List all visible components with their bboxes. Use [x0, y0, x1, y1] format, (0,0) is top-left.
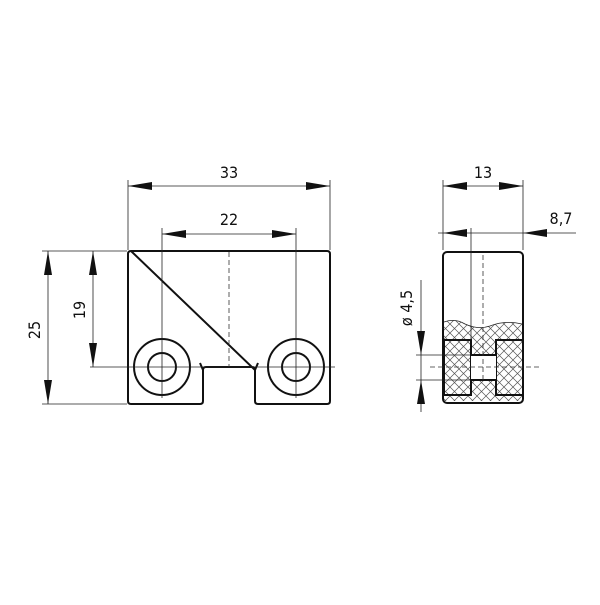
dimension-33: 33: [127, 163, 331, 250]
dimension-8-7: 8,7: [438, 209, 576, 340]
front-view: [90, 228, 335, 405]
dimension-bore-diameter: ø 4,5: [397, 280, 470, 412]
height-label: 25: [25, 321, 44, 339]
side-view: [430, 251, 540, 404]
dimension-25: 25: [25, 250, 127, 405]
hole-spacing-label: 22: [220, 210, 238, 229]
width-label: 33: [220, 163, 238, 182]
through-bore: [471, 355, 496, 380]
dimension-22: 22: [162, 210, 296, 238]
dimension-13: 13: [442, 163, 524, 250]
offset-label: 8,7: [550, 209, 573, 228]
side-outline: [442, 251, 524, 404]
bore-diameter-label: ø 4,5: [397, 290, 416, 326]
break-line: [443, 320, 523, 328]
hole-height-label: 19: [70, 301, 89, 319]
dimension-19: 19: [70, 251, 97, 367]
depth-label: 13: [474, 163, 492, 182]
